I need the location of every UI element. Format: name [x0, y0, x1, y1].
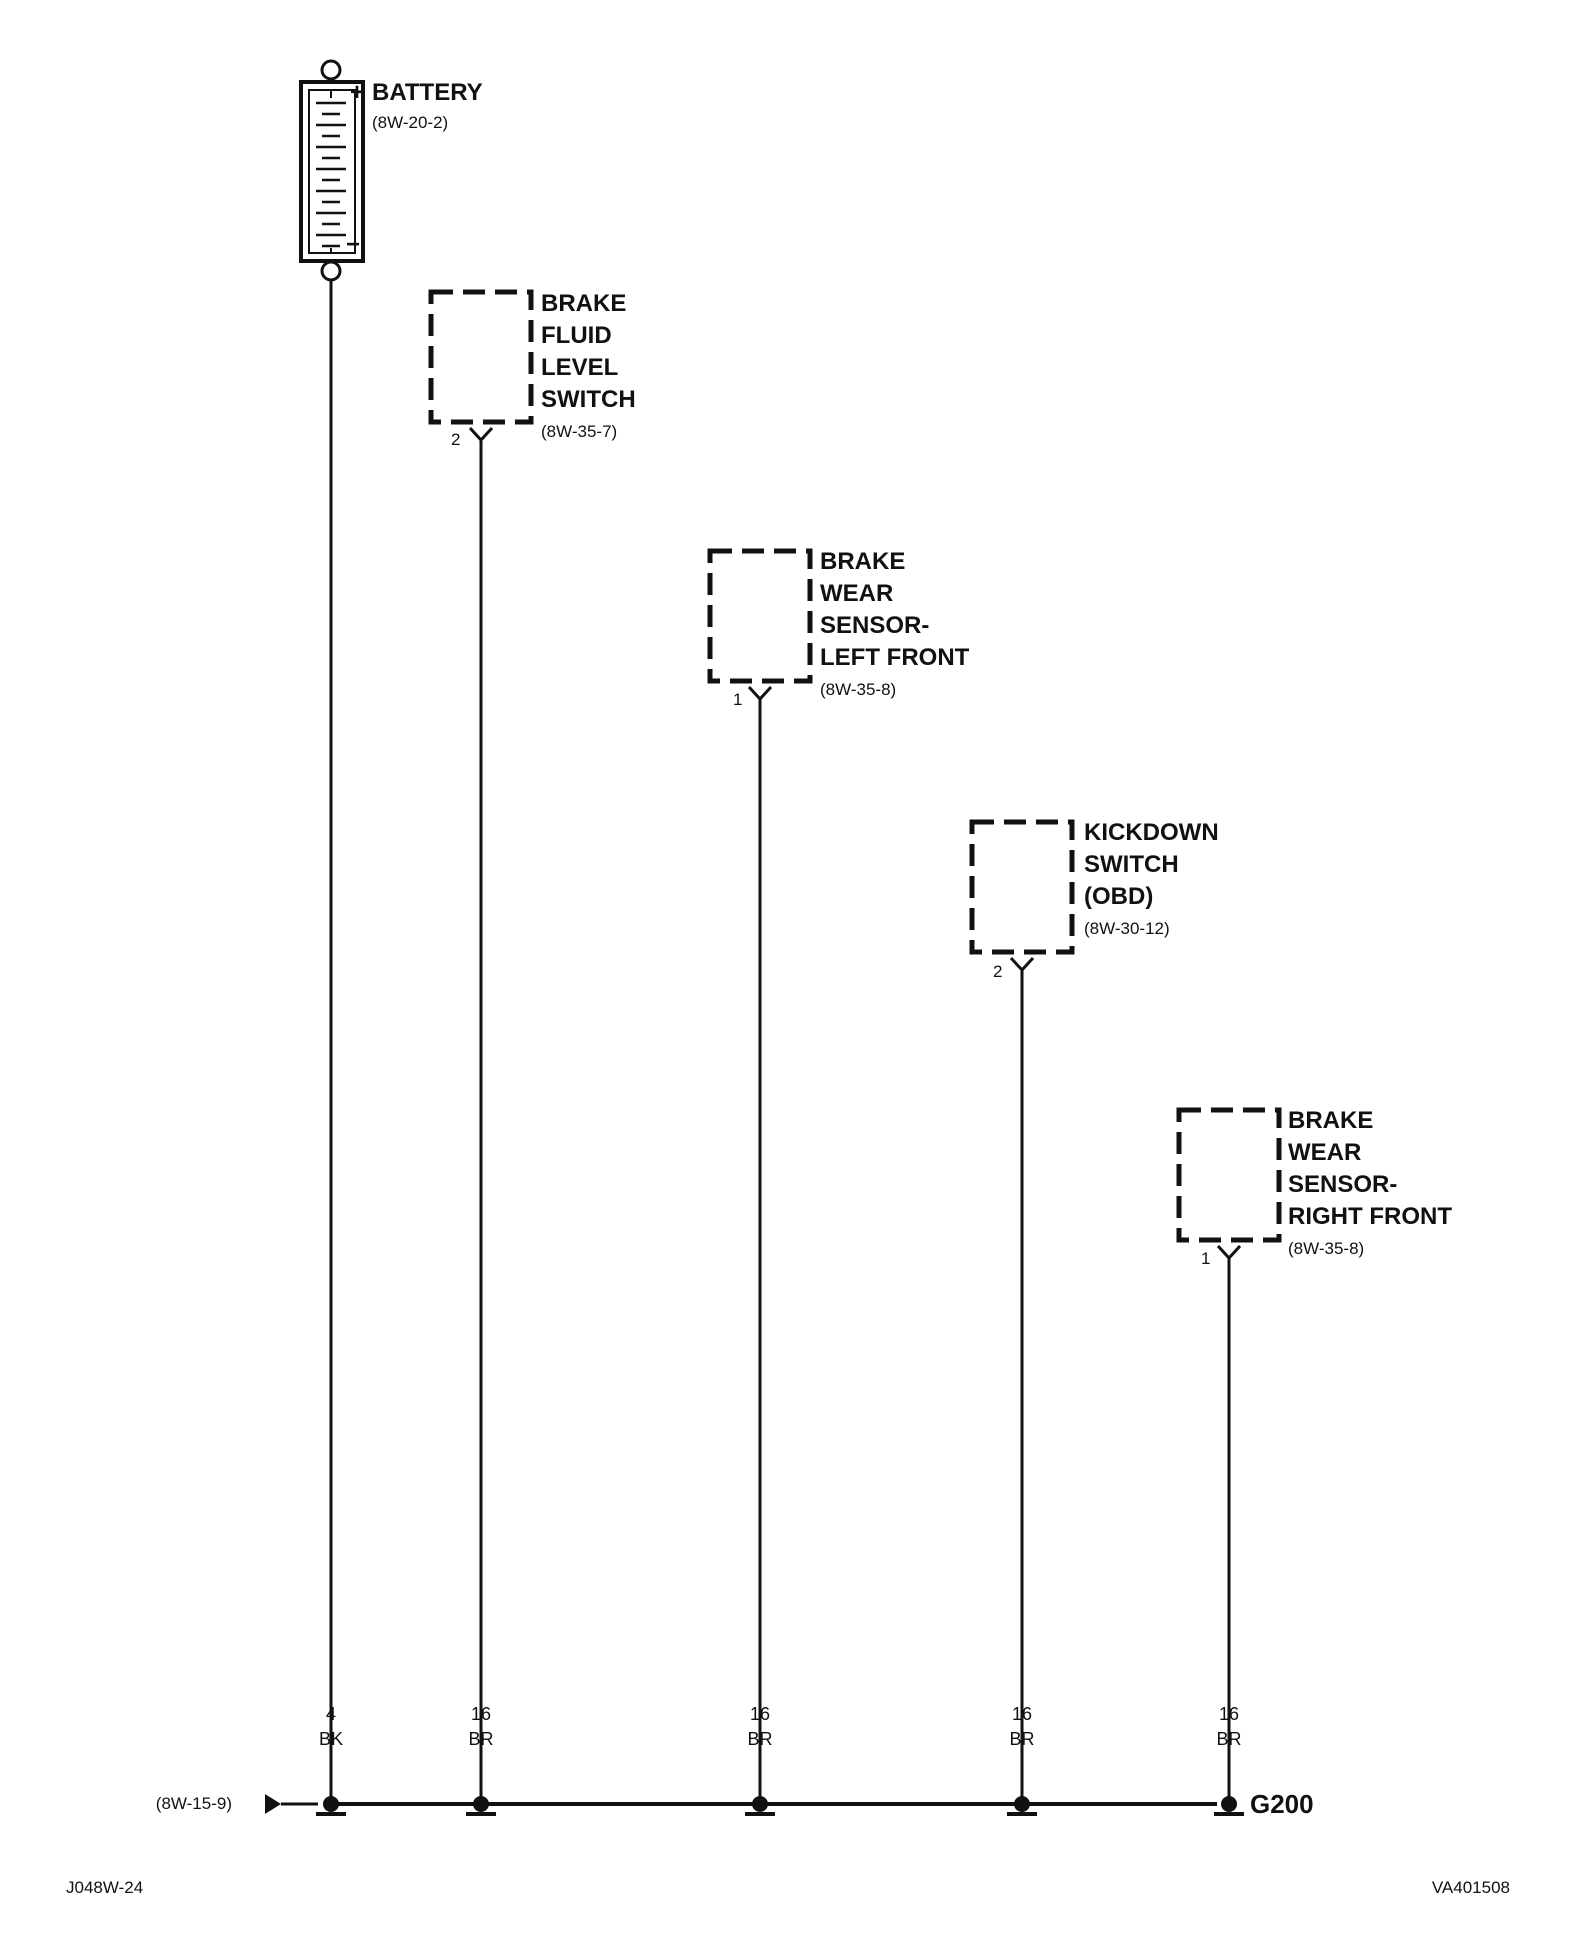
brake-fluid-level-switch-label: SWITCH — [541, 386, 636, 413]
splice-dot — [745, 1796, 775, 1816]
brake-wear-sensor-left-front: BRAKE WEAR SENSOR- LEFT FRONT (8W-35-8) … — [707, 548, 970, 1803]
brake-wear-sensor-right-front-label: RIGHT FRONT — [1288, 1203, 1452, 1230]
pin-number: 1 — [1201, 1249, 1210, 1268]
pin-number: 2 — [993, 962, 1002, 981]
splice-dot — [316, 1796, 346, 1816]
connector-symbol — [1009, 956, 1035, 973]
wire-color-label: BR — [1009, 1729, 1034, 1749]
wire-gauge-label: 16 — [1012, 1704, 1032, 1724]
brake-fluid-level-switch-label: FLUID — [541, 322, 612, 349]
wire-labels: 4 BK 16 BR 16 BR 16 BR 16 BR — [319, 1704, 1242, 1749]
kickdown-switch-label: KICKDOWN — [1084, 819, 1219, 846]
wire-color-label: BR — [468, 1729, 493, 1749]
battery-positive-terminal — [320, 59, 342, 81]
wire-color-label: BK — [319, 1729, 343, 1749]
connector-symbol — [1216, 1244, 1242, 1261]
arrow-right-icon — [265, 1794, 281, 1814]
kickdown-switch-box — [969, 819, 1075, 955]
brake-wear-sensor-left-front-label: BRAKE — [820, 548, 905, 575]
kickdown-switch-label: SWITCH — [1084, 851, 1179, 878]
ground-label: G200 — [1250, 1789, 1314, 1819]
wire-color-label: BR — [1216, 1729, 1241, 1749]
splice-dot — [1007, 1796, 1037, 1816]
battery-minus-sign: − — [346, 231, 360, 258]
battery-cell-plates — [316, 101, 346, 248]
brake-wear-sensor-right-front-label: SENSOR- — [1288, 1171, 1397, 1198]
wire-gauge-label: 4 — [326, 1704, 336, 1724]
brake-fluid-level-switch-label: BRAKE — [541, 290, 626, 317]
brake-fluid-level-switch-label: LEVEL — [541, 354, 618, 381]
splice-dot — [466, 1796, 496, 1816]
wire-gauge-label: 16 — [750, 1704, 770, 1724]
brake-fluid-level-switch: BRAKE FLUID LEVEL SWITCH (8W-35-7) 2 — [428, 289, 636, 1803]
ground-bus-ref: (8W-15-9) — [156, 1794, 232, 1813]
ground-bus: (8W-15-9) G200 — [156, 1789, 1314, 1819]
brake-wear-sensor-left-front-label: WEAR — [820, 580, 893, 607]
diagram-code-right: VA401508 — [1432, 1878, 1510, 1897]
battery-plus-sign: + — [350, 79, 364, 106]
connector-symbol — [468, 426, 494, 443]
battery-ref: (8W-20-2) — [372, 113, 448, 132]
connector-symbol — [747, 685, 773, 702]
brake-wear-sensor-right-front-ref: (8W-35-8) — [1288, 1239, 1364, 1258]
battery-component: + − BATTERY (8W-20-2) — [299, 59, 483, 1803]
brake-wear-sensor-right-front-label: BRAKE — [1288, 1107, 1373, 1134]
ground-point-g200 — [1214, 1796, 1244, 1816]
battery-negative-terminal — [320, 260, 342, 282]
brake-fluid-level-switch-box — [428, 289, 534, 425]
kickdown-switch: KICKDOWN SWITCH (OBD) (8W-30-12) 2 — [969, 819, 1219, 1803]
pin-number: 2 — [451, 430, 460, 449]
brake-wear-sensor-left-front-box — [707, 548, 813, 684]
brake-wear-sensor-left-front-label: LEFT FRONT — [820, 644, 970, 671]
wire-gauge-label: 16 — [471, 1704, 491, 1724]
brake-wear-sensor-left-front-label: SENSOR- — [820, 612, 929, 639]
wire-gauge-label: 16 — [1219, 1704, 1239, 1724]
battery-title: BATTERY — [372, 79, 483, 106]
brake-fluid-level-switch-ref: (8W-35-7) — [541, 422, 617, 441]
diagram-code-left: J048W-24 — [66, 1878, 143, 1897]
brake-wear-sensor-right-front-box — [1176, 1107, 1282, 1243]
pin-number: 1 — [733, 690, 742, 709]
kickdown-switch-ref: (8W-30-12) — [1084, 919, 1170, 938]
wire-color-label: BR — [747, 1729, 772, 1749]
kickdown-switch-label: (OBD) — [1084, 883, 1153, 910]
brake-wear-sensor-left-front-ref: (8W-35-8) — [820, 680, 896, 699]
brake-wear-sensor-right-front: BRAKE WEAR SENSOR- RIGHT FRONT (8W-35-8)… — [1176, 1107, 1452, 1803]
brake-wear-sensor-right-front-label: WEAR — [1288, 1139, 1361, 1166]
